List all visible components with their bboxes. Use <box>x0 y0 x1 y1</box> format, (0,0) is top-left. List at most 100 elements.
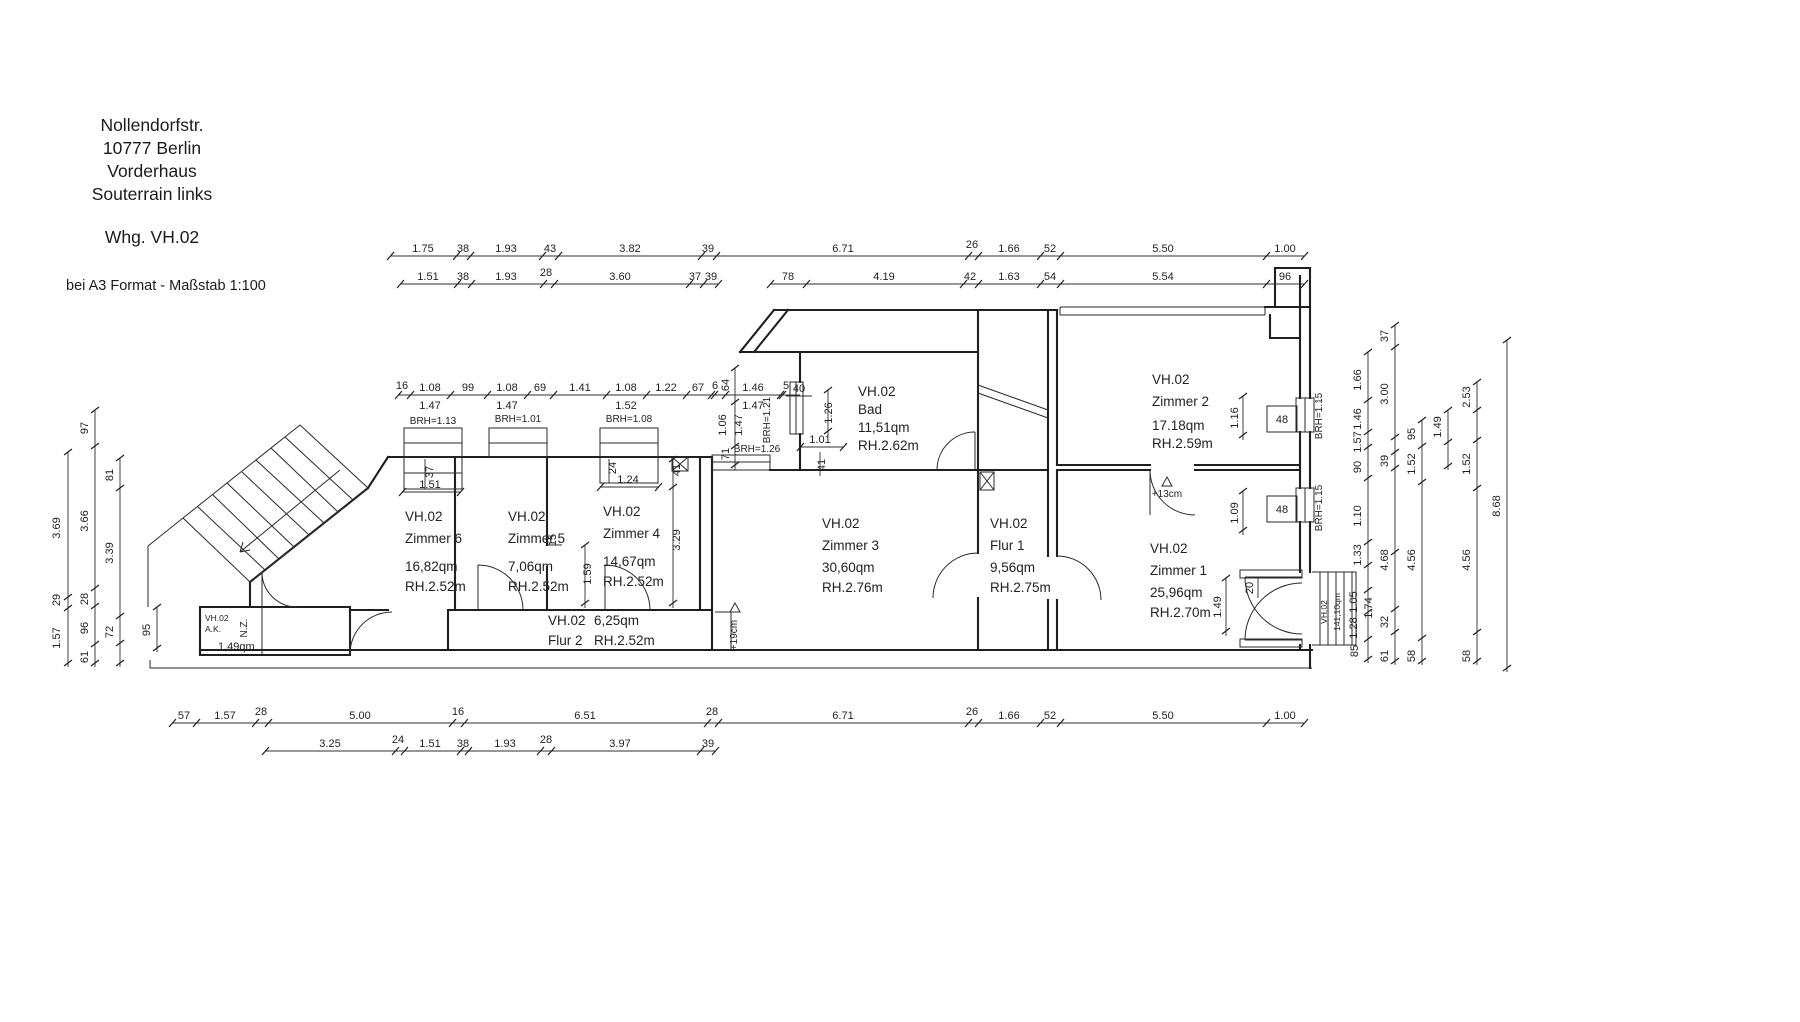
dim-label: 28 <box>79 593 91 605</box>
dim-label: 3.82 <box>619 243 640 255</box>
room-height: RH.2.52m <box>405 579 466 594</box>
room-name: A.K. <box>205 624 221 634</box>
walls <box>198 266 1314 670</box>
detail-lines <box>147 381 1357 669</box>
dim-label: 6 <box>712 380 718 392</box>
dim-label: 1.47 <box>419 400 440 412</box>
dim-label: 37 <box>689 271 701 283</box>
room-area: 11,51qm <box>858 420 910 435</box>
room-zimmer4: VH.02 Zimmer 4 14,67qm RH.2.52m <box>603 504 664 589</box>
dim-label: 42 <box>964 271 976 283</box>
dim-label: 1.66 <box>998 243 1019 255</box>
dim-label: 1.08 <box>419 382 440 394</box>
dim-label: 69 <box>534 382 546 394</box>
dim-label: 95 <box>141 624 153 636</box>
room-height: RH.2.52m <box>508 579 569 594</box>
room-ak: VH.02 A.K. 1,49qm N.Z. <box>205 613 255 653</box>
dim-label: 43 <box>544 243 556 255</box>
dim-label: 29 <box>51 594 63 606</box>
dim-label: 1.63 <box>998 271 1019 283</box>
dimension-lines <box>63 251 1512 756</box>
dim-label: 39 <box>702 738 714 750</box>
dim-label: 5.50 <box>1152 243 1173 255</box>
brh-label: BRH=1.15 <box>1314 392 1325 439</box>
dim-labels-interior: 37 1.51 24 1.24 41 3.29 15 1.59 64 1.06 … <box>419 379 1288 618</box>
dim-label: 3.60 <box>609 271 630 283</box>
dim-label: 15 <box>547 534 559 546</box>
brh-label: BRH=1.26 <box>734 444 781 455</box>
dim-label: 28 <box>540 734 552 746</box>
dim-label: 1.52 <box>1461 453 1473 474</box>
dim-label: 1.24 <box>617 474 638 486</box>
dim-label: 4.68 <box>1379 549 1391 570</box>
dim-labels-mid: 16 1.08 99 1.08 69 1.41 1.08 1.22 67 6 1… <box>396 380 789 412</box>
dim-label: 1.05 <box>1348 591 1360 612</box>
room-area: 17.18qm <box>1152 418 1205 433</box>
dim-label: 1.00 <box>1274 710 1295 722</box>
dim-label: 58 <box>1461 650 1473 662</box>
dim-label: 39 <box>1379 455 1391 467</box>
dim-label: 3.25 <box>319 738 340 750</box>
room-unit: VH.02 <box>405 509 443 524</box>
dim-label: 1.00 <box>1274 243 1295 255</box>
apartment-total-label: VH.02 141,10qm <box>1319 593 1342 631</box>
room-height: RH.2.76m <box>822 580 883 595</box>
dim-label: 1.49 <box>1432 416 1444 437</box>
level-markers: +13cm +19cm <box>729 489 1182 650</box>
dim-labels-top1: 1.75 38 1.93 43 3.82 39 6.71 26 1.66 52 … <box>412 239 1295 255</box>
dim-label: 5.00 <box>349 710 370 722</box>
room-unit: VH.02 <box>990 516 1028 531</box>
dim-labels-bottom1: 57 1.57 28 5.00 16 6.51 28 6.71 26 1.66 … <box>178 706 1296 722</box>
room-zimmer2: VH.02 Zimmer 2 17.18qm RH.2.59m <box>1152 372 1213 451</box>
room-area: 6,25qm <box>594 613 639 628</box>
step-marker-label: +13cm <box>1152 489 1182 500</box>
room-name: Zimmer 5 <box>508 531 565 546</box>
room-height: RH.2.75m <box>990 580 1051 595</box>
room-nz-label: N.Z. <box>239 619 250 638</box>
dim-label: 48 <box>1276 504 1288 516</box>
dim-label: 1.41 <box>569 382 590 394</box>
dim-label: 1.08 <box>496 382 517 394</box>
dim-label: 28 <box>540 267 552 279</box>
address-line1: Nollendorfstr. <box>100 115 203 135</box>
room-name: Zimmer 2 <box>1152 394 1209 409</box>
dim-label: 1.08 <box>615 382 636 394</box>
dim-label: 1.93 <box>495 271 516 283</box>
dim-label: 1.47 <box>496 400 517 412</box>
dim-label: 1.57 <box>1352 431 1364 452</box>
dim-label: 1.46 <box>742 382 763 394</box>
dim-label: 6.71 <box>832 710 853 722</box>
dim-label: 39 <box>705 271 717 283</box>
dim-label: 1.74 <box>1363 597 1375 618</box>
dim-label: 1.66 <box>1352 369 1364 390</box>
room-area: 16,82qm <box>405 559 458 574</box>
dim-label: 72 <box>104 626 116 638</box>
dim-label: 78 <box>782 271 794 283</box>
dim-labels-top2: 1.51 38 1.93 28 3.60 37 39 78 4.19 42 1.… <box>417 267 1291 283</box>
dim-label: 97 <box>79 422 91 434</box>
dim-label: 4.56 <box>1406 549 1418 570</box>
room-flur1: VH.02 Flur 1 9,56qm RH.2.75m <box>990 516 1051 595</box>
dim-label: 3.66 <box>79 510 91 531</box>
dim-label: 1.01 <box>809 434 830 446</box>
room-name: Flur 2 <box>548 633 583 648</box>
room-name: Flur 1 <box>990 538 1025 553</box>
dim-label: 1.09 <box>1229 502 1241 523</box>
room-area: 14,67qm <box>603 554 656 569</box>
dim-label: 1.51 <box>417 271 438 283</box>
room-height: RH.2.59m <box>1152 436 1213 451</box>
room-zimmer5: VH.02 Zimmer 5 7,06qm RH.2.52m <box>508 509 569 594</box>
dim-label: 16 <box>452 706 464 718</box>
dim-label: 4.19 <box>873 271 894 283</box>
room-area: 7,06qm <box>508 559 553 574</box>
dim-label: 2.53 <box>1461 386 1473 407</box>
room-unit: VH.02 <box>858 384 896 399</box>
dim-label: 1.52 <box>615 400 636 412</box>
dim-label: 1.47 <box>742 400 763 412</box>
address-line2: 10777 Berlin <box>103 138 201 158</box>
dim-label: 41 <box>816 459 828 471</box>
dim-label: 1.93 <box>495 243 516 255</box>
dim-label: 28 <box>706 706 718 718</box>
dim-label: 38 <box>457 271 469 283</box>
